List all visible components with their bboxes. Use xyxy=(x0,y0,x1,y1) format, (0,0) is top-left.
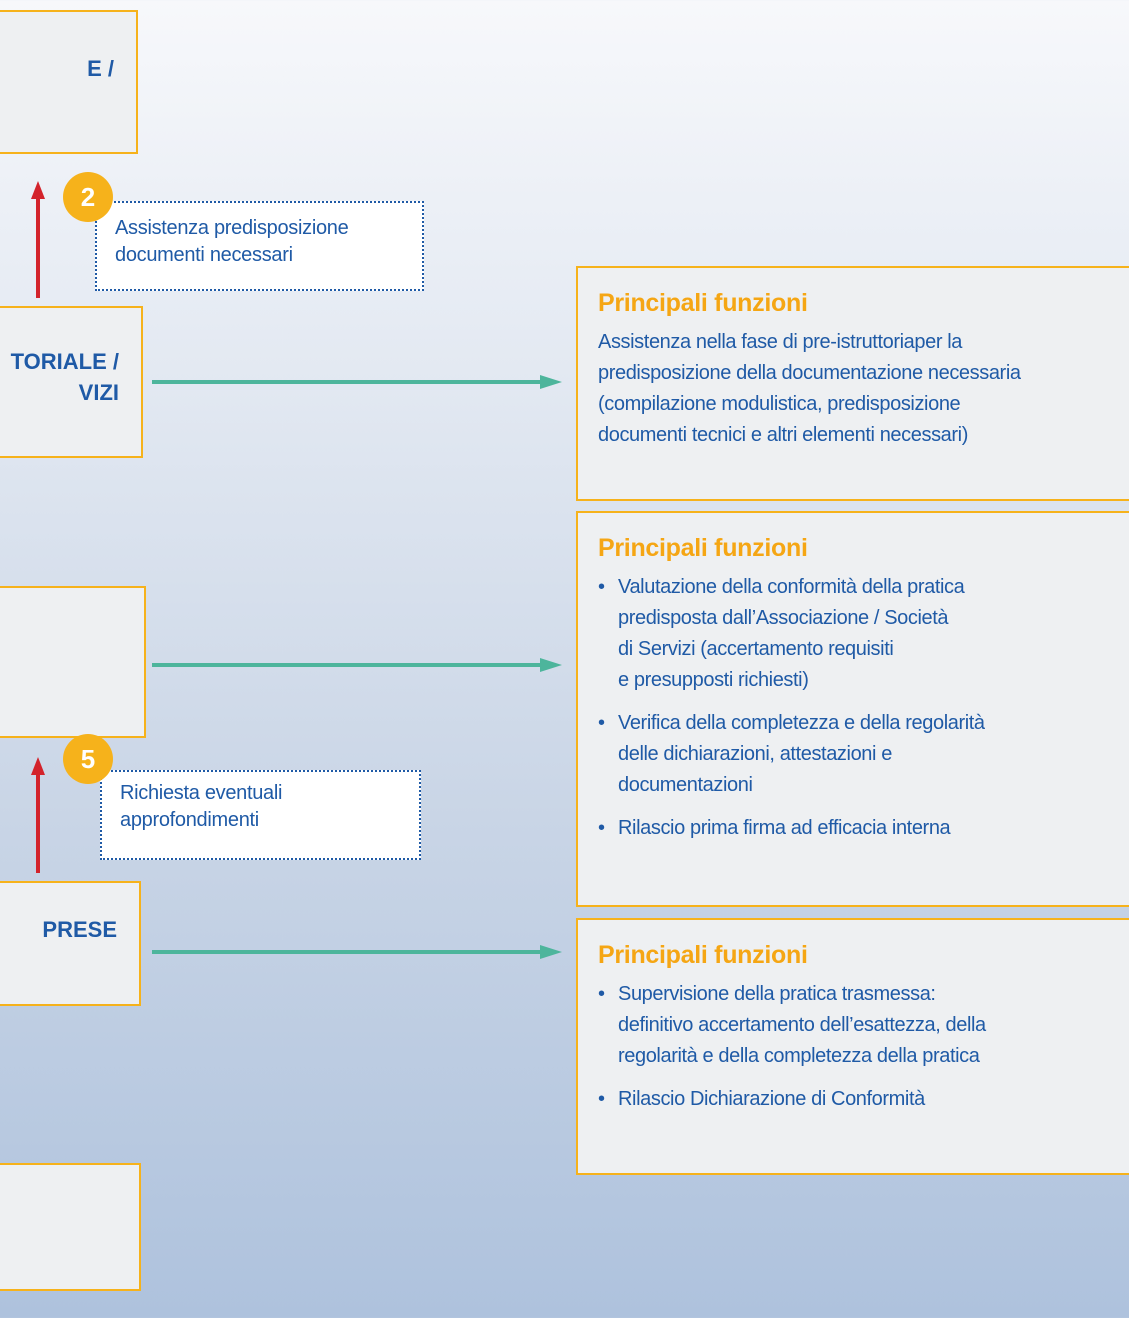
up-arrow-line-2 xyxy=(36,773,40,873)
process-node-3 xyxy=(0,586,146,738)
process-node-2-label: TORIALE / VIZI xyxy=(10,349,119,405)
function-panel-3-title: Principali funzioni xyxy=(598,941,808,969)
function-panel-1-text: Assistenza nella fase di pre-istruttoria… xyxy=(598,331,1021,446)
function-panel-1-title: Principali funzioni xyxy=(598,289,808,317)
step-5-note: Richiesta eventuali approfondimenti xyxy=(100,770,421,860)
function-panel-2: Principali funzioni Valutazione della co… xyxy=(576,511,1129,907)
function-panel-3-list: Supervisione della pratica trasmessa: de… xyxy=(598,979,1129,1115)
connector-head-1 xyxy=(540,375,562,389)
process-node-2: TORIALE / VIZI xyxy=(0,306,143,458)
process-node-1-label: E / xyxy=(87,56,114,81)
process-node-4-label: PRESE xyxy=(42,917,117,942)
function-panel-2-title: Principali funzioni xyxy=(598,534,808,562)
function-panel-1: Principali funzioni Assistenza nella fas… xyxy=(576,266,1129,501)
up-arrow-line-1 xyxy=(36,197,40,298)
process-node-1: E / xyxy=(0,10,138,154)
connector-head-3 xyxy=(540,945,562,959)
up-arrow-head-1 xyxy=(31,181,45,199)
connector-head-2 xyxy=(540,658,562,672)
function-panel-3-item: Supervisione della pratica trasmessa: de… xyxy=(598,979,1129,1072)
step-2-note: Assistenza predisposizione documenti nec… xyxy=(95,201,424,291)
process-node-5 xyxy=(0,1163,141,1291)
function-panel-2-item: Valutazione della conformità della prati… xyxy=(598,572,1129,696)
process-node-4: PRESE xyxy=(0,881,141,1006)
step-5-badge: 5 xyxy=(63,734,113,784)
connector-line-1 xyxy=(152,380,542,384)
function-panel-3: Principali funzioni Supervisione della p… xyxy=(576,918,1129,1175)
up-arrow-head-2 xyxy=(31,757,45,775)
step-2-badge: 2 xyxy=(63,172,113,222)
function-panel-2-item: Verifica della completezza e della regol… xyxy=(598,708,1129,801)
function-panel-3-item: Rilascio Dichiarazione di Conformità xyxy=(598,1084,1129,1115)
function-panel-2-list: Valutazione della conformità della prati… xyxy=(598,572,1129,844)
connector-line-2 xyxy=(152,663,542,667)
connector-line-3 xyxy=(152,950,542,954)
function-panel-2-item: Rilascio prima firma ad efficacia intern… xyxy=(598,813,1129,844)
